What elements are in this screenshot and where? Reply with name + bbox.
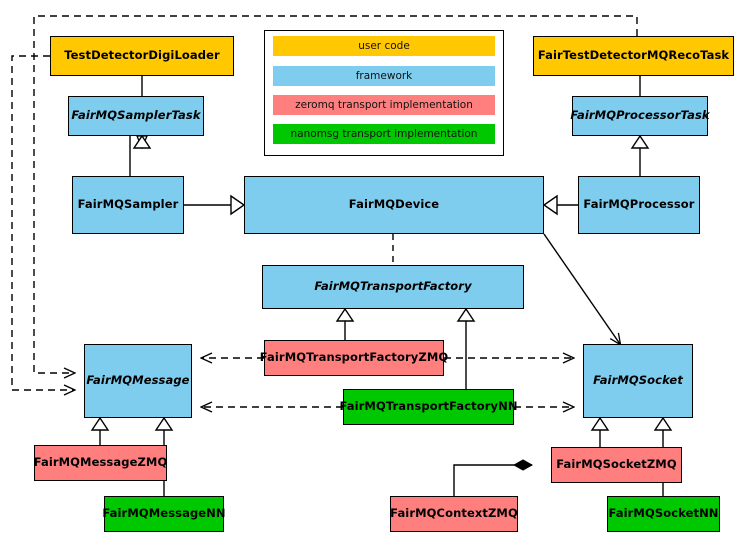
class-node-fairmqsampler[interactable]: FairMQSampler xyxy=(72,176,184,234)
class-node-fairmqsocketzmq[interactable]: FairMQSocketZMQ xyxy=(551,447,682,483)
class-node-fairmqtransportfactory[interactable]: FairMQTransportFactory xyxy=(262,265,524,309)
class-node-fairmqdevice[interactable]: FairMQDevice xyxy=(244,176,544,234)
class-node-fairmqmessagezmq[interactable]: FairMQMessageZMQ xyxy=(34,445,167,481)
class-node-fairmqprocessortask[interactable]: FairMQProcessorTask xyxy=(570,96,710,136)
class-node-fairmqtransportfactorynn[interactable]: FairMQTransportFactoryNN xyxy=(339,389,517,425)
class-node-fairmqtransportfactoryzmq[interactable]: FairMQTransportFactoryZMQ xyxy=(260,340,448,376)
class-node-fairmqsocket[interactable]: FairMQSocket xyxy=(583,344,693,418)
legend-item-user-code: user code xyxy=(273,36,495,56)
class-node-fairmqsocketnn[interactable]: FairMQSocketNN xyxy=(607,496,720,532)
class-node-testdetectordigiloader[interactable]: TestDetectorDigiLoader xyxy=(50,36,234,76)
class-node-fairmqmessage[interactable]: FairMQMessage xyxy=(84,344,192,418)
class-node-fairmqcontextzmq[interactable]: FairMQContextZMQ xyxy=(390,496,518,532)
class-node-fairtestdetectormqrecotask[interactable]: FairTestDetectorMQRecoTask xyxy=(533,36,734,76)
class-node-fairmqprocessor[interactable]: FairMQProcessor xyxy=(578,176,700,234)
legend-item-framework: framework xyxy=(273,66,495,86)
class-node-fairmqsamplertask[interactable]: FairMQSamplerTask xyxy=(68,96,204,136)
legend-item-zeromq: zeromq transport implementation xyxy=(273,95,495,115)
class-node-fairmqmessagenn[interactable]: FairMQMessageNN xyxy=(102,496,226,532)
legend-item-nanomsg: nanomsg transport implementation xyxy=(273,124,495,144)
